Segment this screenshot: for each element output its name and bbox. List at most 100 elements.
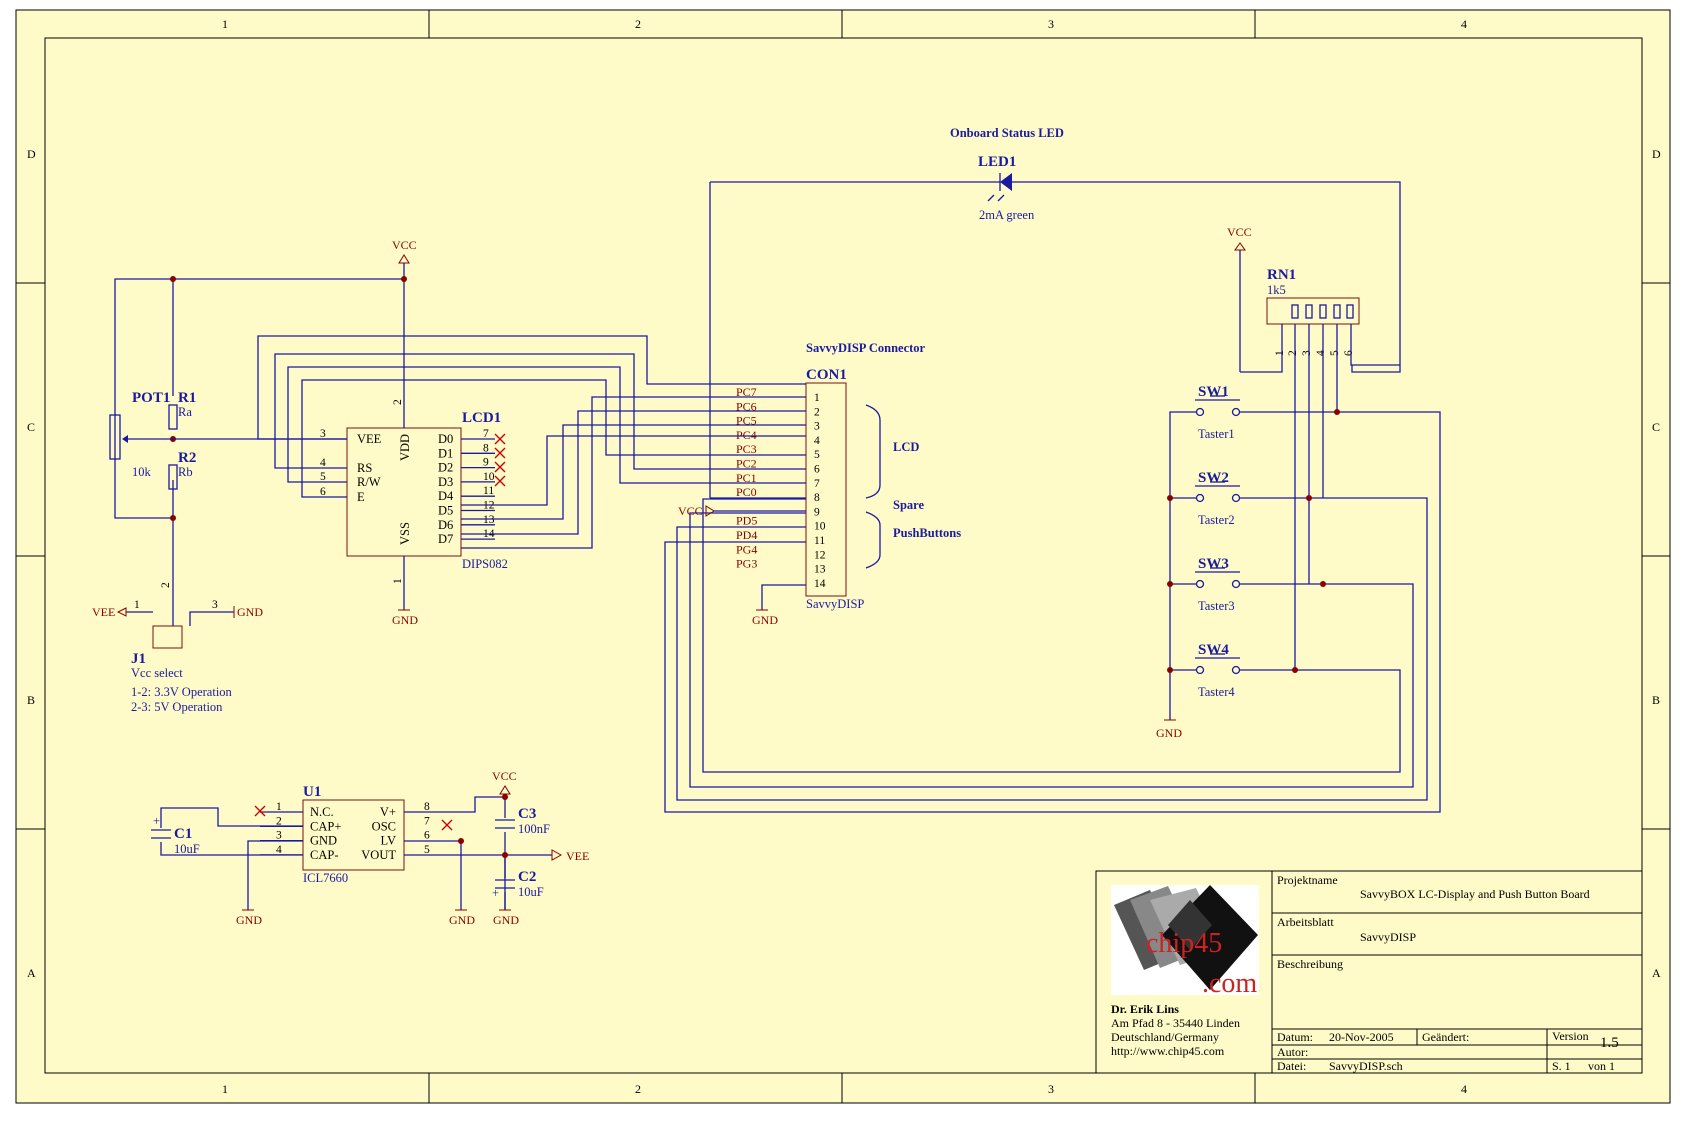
u1-ref: U1: [303, 784, 321, 800]
lcd1-pin-name: E: [357, 490, 365, 504]
con1-gnd-label: GND: [752, 613, 778, 627]
u1-pin-number: 3: [276, 830, 282, 842]
lcd-vcc-label: VCC: [392, 238, 417, 252]
r1-ref: R1: [178, 390, 196, 406]
lcd1-ref: LCD1: [462, 410, 501, 426]
sheet-of: von 1: [1588, 1059, 1615, 1073]
r2-body: [168, 464, 178, 490]
r1-body: [168, 404, 178, 430]
lcd-data-bus: [461, 396, 806, 549]
lcd1-pin-name: RS: [357, 461, 372, 475]
switch-gnd-wire: [1169, 411, 1196, 720]
vcc-junction: [401, 276, 407, 282]
j1-vee-label: VEE: [92, 605, 115, 619]
led1-ref: LED1: [978, 154, 1016, 170]
u1-pin-number: 6: [424, 830, 430, 842]
lcd1-pin-name: D3: [438, 475, 453, 489]
con1-vcc-symbol: [705, 505, 715, 517]
svg-text:Taster3: Taster3: [1198, 599, 1235, 613]
svg-text:GND: GND: [1156, 726, 1182, 740]
version-label: Version: [1552, 1029, 1589, 1043]
con1-net-label: PC0: [736, 485, 757, 499]
con1-net-label: PC1: [736, 471, 757, 485]
u1-pin-name: VOUT: [361, 848, 396, 862]
lcd-bracket: [865, 404, 881, 499]
lcd1-vdd-label: VDD: [398, 434, 412, 461]
con1-body: [805, 382, 847, 597]
lcd1-vdd-pin: 2: [392, 399, 404, 405]
svg-text:3: 3: [1301, 350, 1313, 356]
lcd1-pin-number: 10: [483, 471, 495, 483]
con1-net-label: PC3: [736, 442, 757, 456]
con1-vcc-label: VCC: [678, 504, 703, 518]
lcd1-vss-pin: 1: [392, 578, 404, 584]
rn1-pin-numbers: 1 2 3 4 5 6: [1274, 350, 1355, 356]
svg-text:6: 6: [1343, 350, 1355, 356]
lcd1-pin-name: VEE: [357, 432, 382, 446]
con1-pin-number: 13: [814, 564, 826, 576]
col-label-bottom-4: 4: [1461, 1082, 1467, 1096]
col-label-bottom-3: 3: [1048, 1082, 1054, 1096]
projekt-value: SavvyBOX LC-Display and Push Button Boar…: [1360, 887, 1590, 901]
con1-pin-number: 14: [814, 578, 826, 590]
con1-pin-number: 3: [814, 421, 820, 433]
led-to-con1-wire: [709, 182, 806, 499]
u1-nc-markers: [254, 805, 453, 831]
row-label-right-c: C: [1652, 420, 1660, 434]
con1-pin-number: 1: [814, 392, 820, 404]
datum-label: Datum:: [1277, 1030, 1313, 1044]
pot1-value: 10k: [132, 465, 152, 479]
con1-net-label: PD5: [736, 514, 757, 528]
con1-net-label: PC4: [736, 428, 757, 442]
switch-junctions: [1167, 409, 1340, 673]
u1-value: ICL7660: [303, 871, 348, 885]
arbeitsblatt-value: SavvyDISP: [1360, 930, 1416, 944]
lcd1-value: DIPS082: [462, 557, 508, 571]
arbeitsblatt-label: Arbeitsblatt: [1277, 915, 1334, 929]
con1-net-label: PC6: [736, 399, 757, 413]
pot-junction-bottom: [170, 515, 176, 521]
lcd1-pin-number: 9: [483, 457, 489, 469]
u1-pin-number: 5: [424, 844, 430, 856]
lcd1-pin-number: 6: [320, 486, 326, 498]
con1-pin-number: 6: [814, 464, 820, 476]
u1-body: [302, 799, 405, 871]
u1-pin-number: 4: [276, 844, 282, 856]
r2-ref: R2: [178, 450, 196, 466]
pot1-ref: POT1: [132, 390, 170, 406]
datum-value: 20-Nov-2005: [1329, 1030, 1394, 1044]
u1-gnd-wire: [247, 840, 303, 910]
svg-text:Taster4: Taster4: [1198, 685, 1235, 699]
title-block: chip45 .com Dr. Erik Lins Am Pfad 8 - 35…: [1095, 870, 1643, 1074]
lv-gnd-label: GND: [449, 913, 475, 927]
c2-ref: C2: [518, 869, 536, 885]
svg-text:SW1: SW1: [1198, 384, 1229, 400]
vout-wires: [404, 854, 552, 910]
lcd1-pin-number: 4: [320, 457, 326, 469]
r1-value: Ra: [178, 405, 192, 419]
con1-net-label: PC2: [736, 457, 757, 471]
pushbuttons-bracket: [865, 511, 881, 569]
lcd1-pin-name: D7: [438, 532, 453, 546]
lcd1-body: [346, 427, 462, 557]
u1-pin-name: GND: [310, 834, 337, 848]
c1-wires: [160, 807, 303, 856]
svg-text:SW2: SW2: [1198, 470, 1229, 486]
sw4: SW4 Taster4: [1195, 642, 1241, 699]
j1-vee-symbol: [116, 607, 127, 617]
u1-pin-number: 1: [276, 801, 282, 813]
con1-pin-number: 4: [814, 435, 820, 447]
svg-text:Taster1: Taster1: [1198, 427, 1235, 441]
u1-pin-name: V+: [380, 805, 396, 819]
vout-vee-symbol: [551, 849, 563, 861]
switch-wires: [664, 411, 1441, 813]
u1-vcc-label: VCC: [492, 769, 517, 783]
col-label-top-2: 2: [635, 17, 641, 31]
switch-gnd: GND: [1156, 719, 1182, 740]
con1-net-label: PC7: [736, 385, 757, 399]
j1-wires: [126, 552, 234, 626]
spare-group-label: Spare: [893, 498, 924, 512]
sw3: SW3 Taster3: [1195, 556, 1241, 613]
lcd1-pin-number: 13: [483, 514, 495, 526]
